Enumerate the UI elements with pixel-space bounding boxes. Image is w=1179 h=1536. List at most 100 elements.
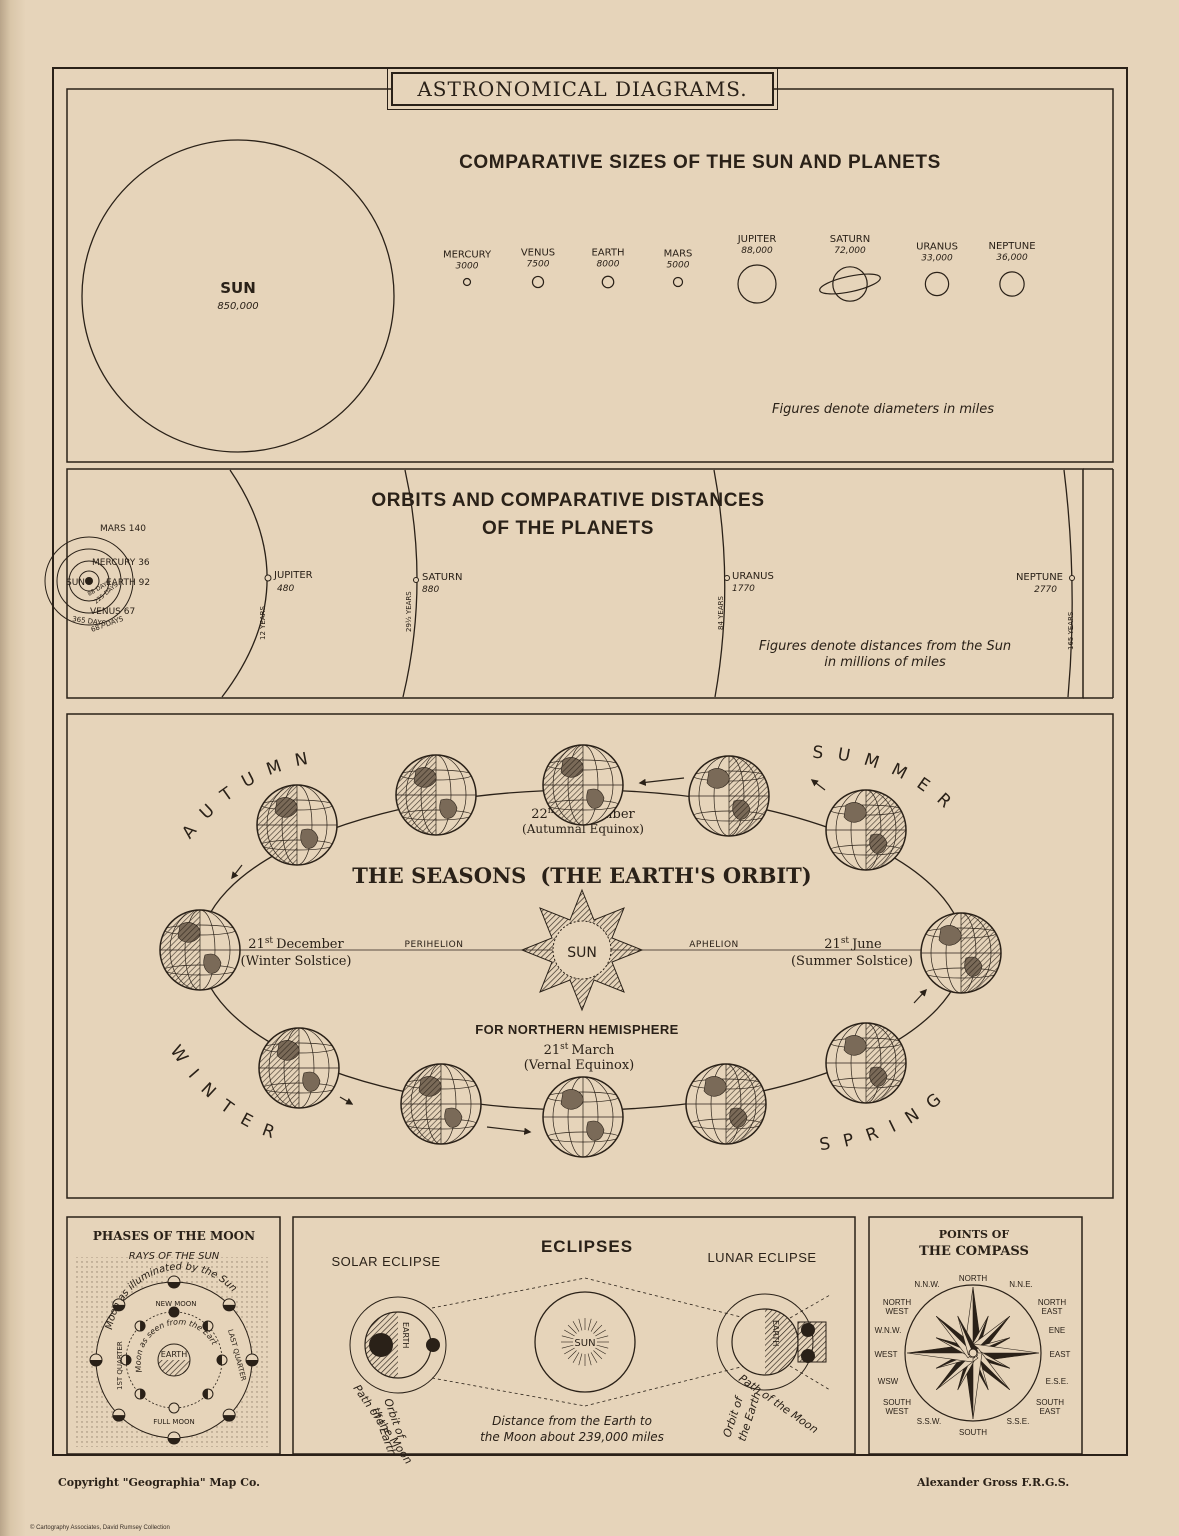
lunar-earth-label: EARTH xyxy=(771,1320,780,1346)
jupiter-marker xyxy=(264,574,272,582)
moon-title: PHASES OF THE MOON xyxy=(93,1229,255,1243)
orbits-note-1: Figures denote distances from the Sun xyxy=(759,639,1011,654)
sun-ray xyxy=(564,1347,575,1355)
compass-title-1: POINTS OF xyxy=(939,1228,1010,1241)
new-moon-label: NEW MOON xyxy=(155,1300,196,1308)
compass-ssw: S.S.W. xyxy=(917,1417,941,1426)
copyright: Copyright "Geographia" Map Co. xyxy=(58,1476,260,1489)
sizes-title: COMPARATIVE SIZES OF THE SUN AND PLANETS xyxy=(459,152,941,173)
moon-inner-caption: Moon as seen from the Earth xyxy=(0,0,219,1373)
sun-ray xyxy=(564,1329,575,1337)
planet-disc xyxy=(737,264,777,304)
full-moon-label: FULL MOON xyxy=(153,1418,194,1426)
neptune-orbit-distance: 2770 xyxy=(1034,585,1057,595)
sun-ray xyxy=(596,1335,609,1340)
jupiter-orbit-distance: 480 xyxy=(277,584,294,594)
moon-phase-inner-dark xyxy=(202,1388,208,1399)
moon-phase-inner xyxy=(168,1306,180,1318)
compass-ne-2: EAST xyxy=(1042,1307,1063,1316)
planet-diameter: 72,000 xyxy=(834,246,866,256)
solar-moon xyxy=(426,1338,440,1352)
saturn-period: 29½ YEARS xyxy=(405,591,413,632)
moon-phase-outer-dark xyxy=(223,1415,236,1422)
planet-name: MARS xyxy=(664,248,693,259)
dec-event: (Winter Solstice) xyxy=(241,954,352,969)
seasons-sun xyxy=(520,888,644,1012)
compass-north: NORTH xyxy=(959,1274,988,1283)
sun-ray xyxy=(567,1324,577,1334)
compass-east: EAST xyxy=(1050,1350,1071,1359)
planet-disc xyxy=(999,271,1025,297)
moon-earth-label: EARTH xyxy=(161,1350,187,1359)
sizes-note: Figures denote diameters in miles xyxy=(772,402,994,417)
planet-name: EARTH xyxy=(591,247,624,258)
hemisphere-label: FOR NORTHERN HEMISPHERE xyxy=(475,1022,679,1037)
sun-ray xyxy=(578,1353,583,1366)
sun-ray xyxy=(561,1335,574,1340)
sep-event: (Autumnal Equinox) xyxy=(522,822,644,836)
neptune-orbit xyxy=(1063,469,1073,698)
uranus-orbit xyxy=(713,469,726,698)
saturn-orbit xyxy=(402,469,418,698)
sun-ray xyxy=(596,1344,609,1349)
sun-ray xyxy=(593,1350,603,1360)
first-quarter-label: 1ST QUARTER xyxy=(116,1341,124,1390)
eclipses-title: ECLIPSES xyxy=(541,1237,633,1256)
compass-ne-1: NORTH xyxy=(1038,1298,1067,1307)
uranus-marker xyxy=(724,575,730,581)
moon-phase-outer-dark xyxy=(168,1282,180,1288)
compass-wnw: W.N.W. xyxy=(875,1326,902,1335)
sun-ray xyxy=(590,1352,598,1363)
sun-ray xyxy=(572,1352,580,1363)
moon-earth-shadow xyxy=(158,1360,190,1376)
compass-hub xyxy=(968,1348,978,1358)
uranus-orbit-distance: 1770 xyxy=(732,584,755,594)
planet-name: JUPITER xyxy=(737,234,777,245)
eclipse-sun-rays xyxy=(561,1318,609,1366)
saturn-marker xyxy=(413,577,419,583)
inner-sun xyxy=(85,577,93,585)
compass-wsw: WSW xyxy=(878,1377,899,1386)
binding-edge xyxy=(0,0,26,1536)
compass-rose xyxy=(906,1286,1040,1420)
sun-diameter: 850,000 xyxy=(217,301,258,312)
lunar-moon-b xyxy=(801,1349,815,1363)
planet-name: SATURN xyxy=(830,234,870,245)
sun-ray xyxy=(578,1318,583,1331)
saturn-rings xyxy=(819,273,881,295)
orbits-note-2: in millions of miles xyxy=(824,655,946,670)
inner-solar-system xyxy=(44,536,134,626)
planet-name: MERCURY xyxy=(443,249,492,260)
planet-disc xyxy=(924,271,950,297)
planet-disc xyxy=(601,275,615,289)
moon-phase-outer-dark xyxy=(112,1304,125,1311)
eclipse-sun-label: SUN xyxy=(574,1338,595,1349)
compass-point-light xyxy=(972,1343,1040,1354)
planet-diameter: 3000 xyxy=(456,261,479,271)
plate-title: ASTRONOMICAL DIAGRAMS. xyxy=(387,68,778,110)
planet-diameter: 88,000 xyxy=(741,246,773,256)
solar-earth-label: EARTH xyxy=(401,1322,410,1348)
moon-phase-outer-dark xyxy=(246,1360,258,1366)
mar-event: (Vernal Equinox) xyxy=(524,1058,635,1073)
solar-shadow xyxy=(369,1333,393,1357)
compass-ese: E.S.E. xyxy=(1046,1377,1069,1386)
jupiter-orbit-name: JUPITER xyxy=(273,570,313,581)
aphelion-label: APHELION xyxy=(689,940,739,950)
sun-disc xyxy=(81,139,395,453)
sun-ray xyxy=(572,1321,580,1332)
orbits-panel xyxy=(66,468,1084,699)
moon-phase-outer-dark xyxy=(112,1415,125,1422)
planet-diameter: 36,000 xyxy=(996,253,1028,263)
sun-ray xyxy=(595,1329,606,1337)
compass-sw-1: SOUTH xyxy=(883,1398,911,1407)
sun-ray xyxy=(595,1347,606,1355)
mars-orbit-label: MARS 140 xyxy=(100,524,146,534)
compass-nnw: N.N.W. xyxy=(914,1280,939,1289)
